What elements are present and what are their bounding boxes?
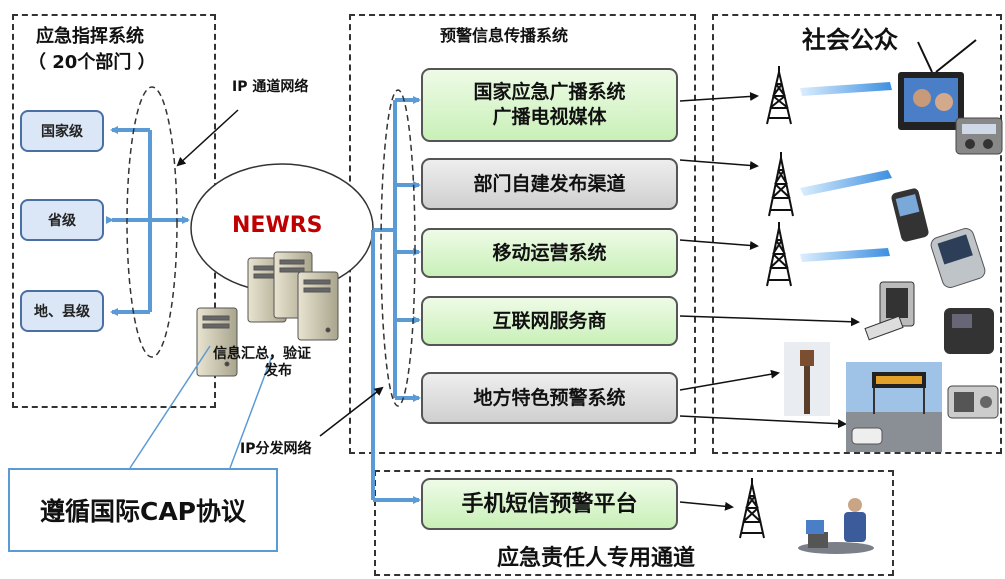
monitor-icon [864,281,915,341]
command-links [106,126,190,316]
channel-department: 部门自建发布渠道 [421,158,678,210]
distribution-links [371,96,421,504]
sms-channel-region [374,470,894,576]
channel-national-broadcast-line1: 国家应急广播系统 [473,81,626,103]
channel-output-arrows [679,91,860,511]
smartphone-icon [930,228,986,288]
signal-wave-icons [800,82,892,262]
warning-title: 预警信息传播系统 [440,26,569,45]
desk-phone-icon [944,308,994,354]
channel-local-warning: 地方特色预警系统 [421,372,678,424]
channel-local-warning-label: 地方特色预警系统 [473,386,626,409]
channel-national-broadcast: 国家应急广播系统 广播电视媒体 [421,68,678,142]
core-caption-line1: 信息汇总，验证 [213,346,311,362]
ip-channel-label: IP 通道网络 [232,79,309,95]
ip-dist-ellipse [380,89,416,407]
command-subtitle: （ 20个部门 ） [28,52,156,73]
tv-icon [898,39,977,130]
portable-radio-icon [947,385,999,419]
level-provincial: 省级 [20,199,104,241]
public-region [712,14,1002,454]
cap-protocol-callout: 遵循国际CAP协议 [8,468,278,552]
responder-person-icon [798,498,874,554]
level-national: 国家级 [20,110,104,152]
public-title: 社会公众 [802,26,898,54]
highway-sign-icon [846,362,942,452]
sms-channel-caption: 应急责任人专用通道 [497,546,696,571]
ip-dist-label: IP分发网络 [240,441,312,457]
core-caption-line2: 发布 [264,363,292,379]
level-local: 地、县级 [20,290,104,332]
ip-channel-pointer [176,109,239,167]
tower-icons [739,66,794,539]
newrs-label: NEWRS [232,213,323,238]
channel-national-broadcast-line2: 广播电视媒体 [492,106,607,128]
command-title: 应急指挥系统 [36,26,144,47]
loudspeaker-pole-icon [784,342,830,416]
mobile-phone-icon [891,188,929,242]
sms-platform-label: 手机短信预警平台 [461,491,638,517]
cap-protocol-label: 遵循国际CAP协议 [39,497,247,526]
sms-platform-box: 手机短信预警平台 [421,478,678,530]
ip-channel-ellipse [126,86,178,358]
channel-department-label: 部门自建发布渠道 [473,172,626,195]
ip-dist-pointer [319,386,384,437]
channel-mobile-operator: 移动运营系统 [421,228,678,278]
server-icons [196,251,339,377]
channel-mobile-operator-label: 移动运营系统 [492,241,607,264]
channel-internet-provider-label: 互联网服务商 [492,309,607,332]
radio-icon [955,117,1003,155]
channel-internet-provider: 互联网服务商 [421,296,678,346]
cap-callout-lines [129,345,273,469]
